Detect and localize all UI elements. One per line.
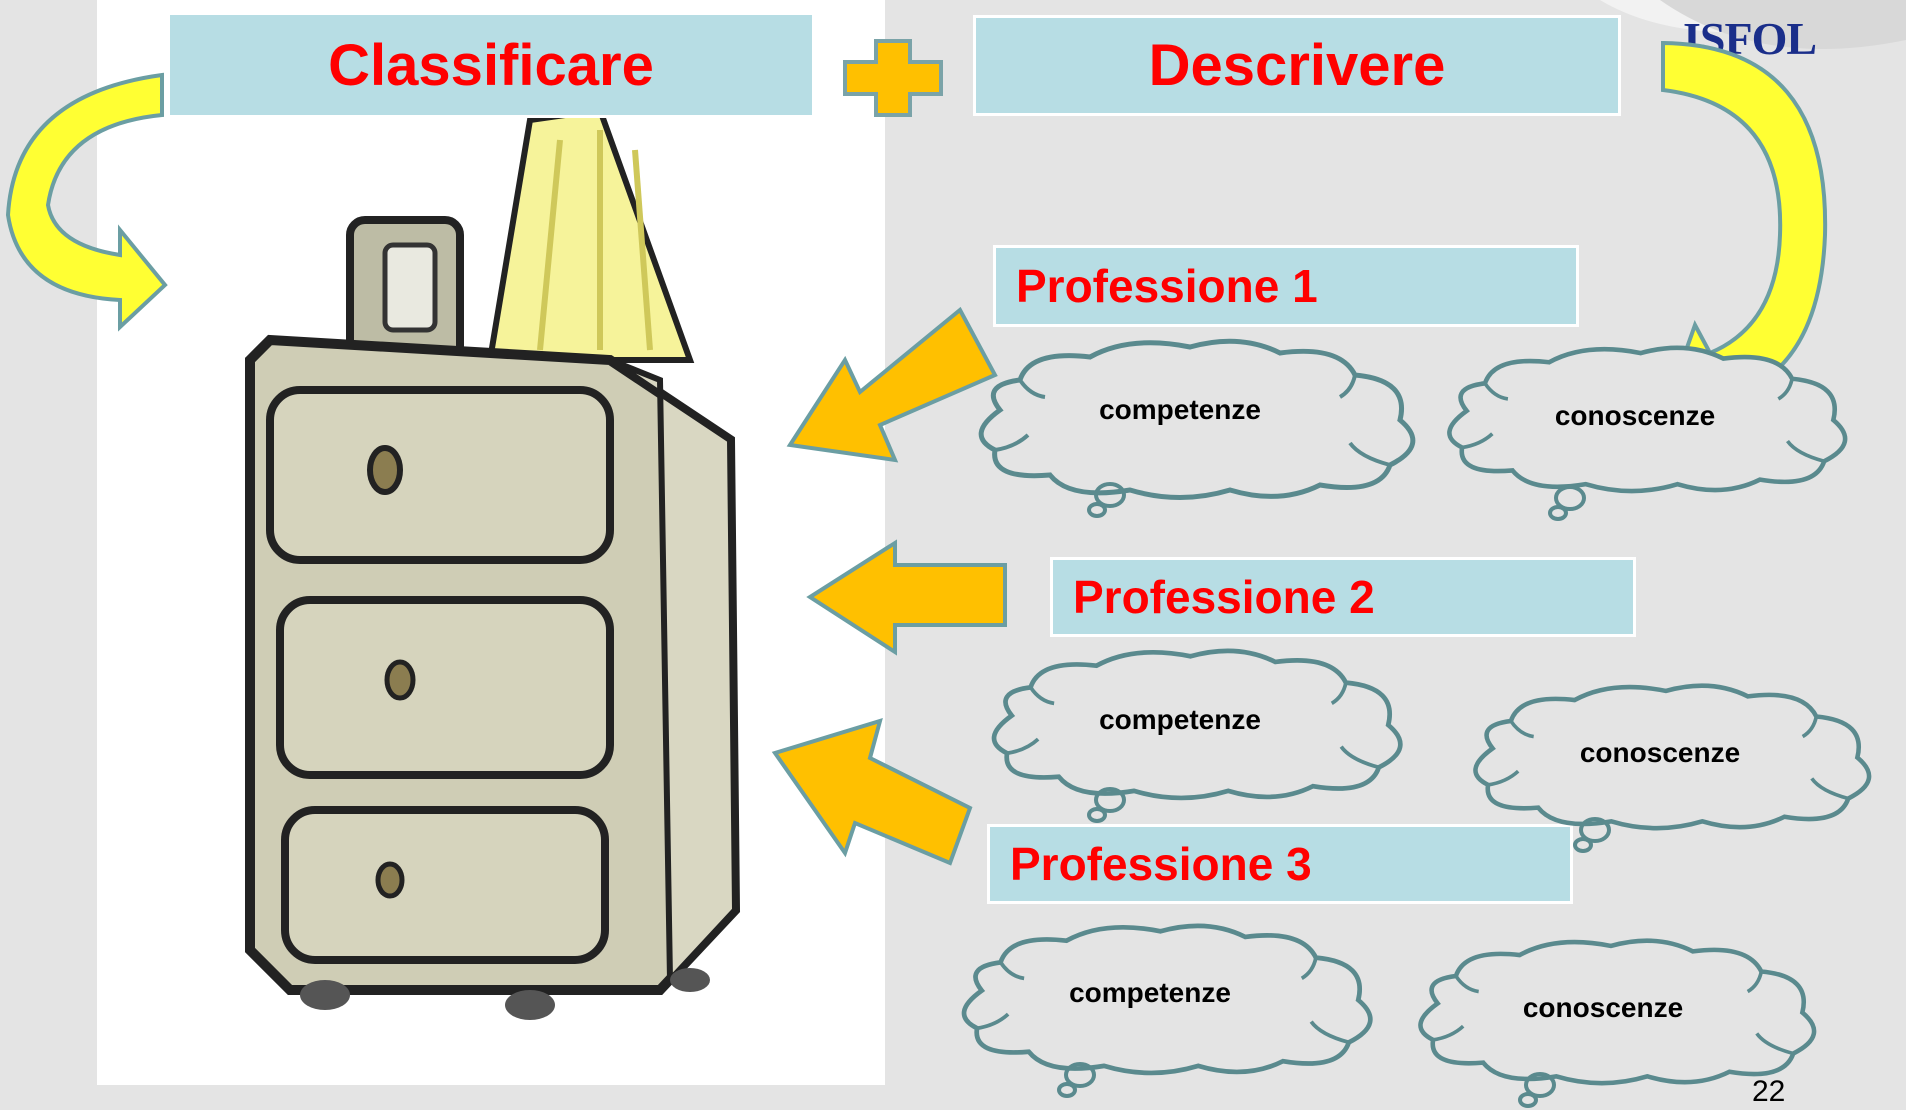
cloud-competenze-3: competenze <box>1069 977 1231 1008</box>
profession-2-title: Professione 2 <box>1053 560 1633 634</box>
cloud-conoscenze-2: conoscenze <box>1579 737 1741 768</box>
thought-cloud-icon <box>1400 935 1840 1108</box>
block-arrow-icon <box>806 539 1007 656</box>
thought-cloud-icon <box>1430 335 1870 521</box>
classify-title: Classificare <box>170 15 812 115</box>
profession-3-title: Professione 3 <box>990 827 1570 901</box>
profession-1-title: Professione 1 <box>996 248 1576 324</box>
thought-cloud-icon <box>960 335 1440 518</box>
cloud-conoscenze-1: conoscenze <box>1554 400 1716 431</box>
block-arrow-icon <box>771 718 973 866</box>
filing-cabinet-image <box>245 106 741 1020</box>
cloud-conoscenze-3: conoscenze <box>1522 992 1684 1023</box>
thought-cloud-icon <box>1455 680 1895 853</box>
thought-cloud-icon <box>930 920 1410 1098</box>
describe-title: Descrivere <box>976 18 1618 113</box>
page-number: 22 <box>1752 1075 1786 1108</box>
cloud-competenze-1: competenze <box>1099 394 1261 425</box>
block-arrow-icon <box>786 306 998 463</box>
curved-arrow-icon <box>5 72 168 332</box>
corner-swoosh-decoration <box>1600 0 1906 49</box>
thought-cloud-icon <box>960 645 1440 823</box>
cloud-competenze-2: competenze <box>1099 704 1261 735</box>
plus-icon <box>843 39 943 117</box>
